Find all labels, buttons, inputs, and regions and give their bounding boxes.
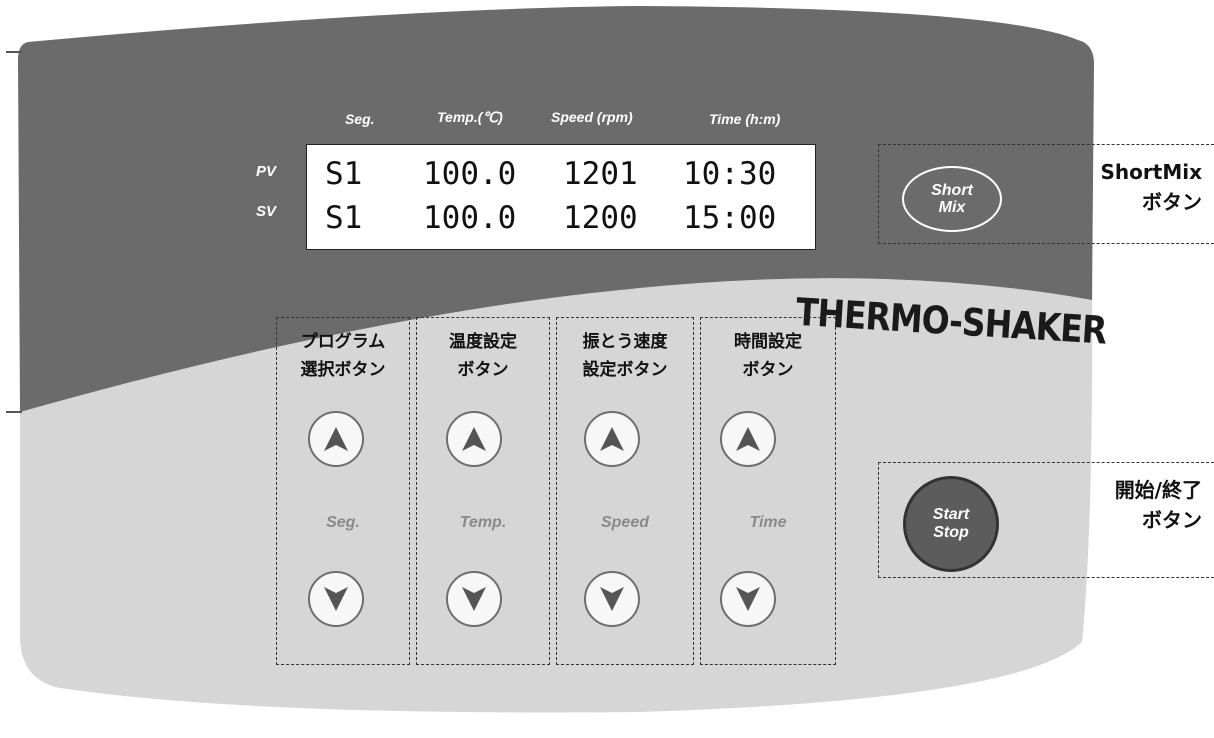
row-label-sv: SV bbox=[256, 203, 277, 220]
temp-group-title-line2: ボタン bbox=[457, 360, 509, 380]
seg-group-title: プログラム 選択ボタン bbox=[276, 328, 410, 384]
sv-time-value: 15:00 bbox=[683, 200, 777, 236]
up-arrow-icon bbox=[736, 427, 760, 451]
pv-seg-value: S1 bbox=[325, 156, 363, 192]
pv-time-value: 10:30 bbox=[683, 156, 777, 192]
time-group-title-line1: 時間設定 bbox=[734, 332, 802, 352]
seg-up-button[interactable] bbox=[308, 411, 364, 467]
speed-label: Speed bbox=[600, 514, 649, 531]
header-speed: Speed (rpm) bbox=[551, 109, 633, 125]
shortmix-caption-line1: ShortMix bbox=[1100, 160, 1202, 184]
start-stop-label-1: Start bbox=[932, 506, 970, 523]
up-arrow-icon bbox=[324, 427, 348, 451]
speed-group-box bbox=[556, 317, 694, 665]
speed-group-title-line1: 振とう速度 bbox=[582, 332, 668, 352]
row-label-pv: PV bbox=[256, 163, 277, 180]
temp-label: Temp. bbox=[459, 514, 507, 531]
temp-down-button[interactable] bbox=[446, 571, 502, 627]
sv-temp-value: 100.0 bbox=[423, 200, 517, 236]
time-label: Time bbox=[749, 514, 787, 531]
sv-seg-value: S1 bbox=[325, 200, 363, 236]
start-stop-button[interactable]: Start Stop bbox=[903, 476, 999, 572]
pv-speed-value: 1201 bbox=[563, 156, 638, 192]
shortmix-button-label-2: Mix bbox=[938, 199, 966, 216]
down-arrow-icon bbox=[324, 587, 348, 611]
lcd-display: S1 100.0 1201 10:30 S1 100.0 1200 15:00 bbox=[306, 144, 816, 250]
sv-speed-value: 1200 bbox=[563, 200, 638, 236]
down-arrow-icon bbox=[600, 587, 624, 611]
startstop-callout-box bbox=[878, 462, 1214, 578]
speed-group-title-line2: 設定ボタン bbox=[582, 360, 668, 380]
header-seg: Seg. bbox=[345, 111, 375, 127]
speed-group-title: 振とう速度 設定ボタン bbox=[556, 328, 694, 384]
down-arrow-icon bbox=[462, 587, 486, 611]
up-arrow-icon bbox=[462, 427, 486, 451]
seg-group-title-line1: プログラム bbox=[300, 332, 386, 352]
seg-group-title-line2: 選択ボタン bbox=[300, 360, 386, 380]
pv-temp-value: 100.0 bbox=[423, 156, 517, 192]
startstop-caption-line1: 開始/終了 bbox=[1114, 478, 1202, 502]
time-down-button[interactable] bbox=[720, 571, 776, 627]
seg-down-button[interactable] bbox=[308, 571, 364, 627]
down-arrow-icon bbox=[736, 587, 760, 611]
shortmix-callout-box bbox=[878, 144, 1214, 244]
startstop-caption-line2: ボタン bbox=[1142, 508, 1202, 532]
shortmix-button-label-1: Short bbox=[931, 182, 973, 199]
shortmix-caption: ShortMix ボタン bbox=[1101, 157, 1202, 217]
seg-group-box bbox=[276, 317, 410, 665]
seg-label: Seg. bbox=[326, 514, 360, 531]
startstop-caption: 開始/終了 ボタン bbox=[1115, 475, 1202, 535]
shortmix-caption-line2: ボタン bbox=[1142, 190, 1202, 214]
temp-group-title: 温度設定 ボタン bbox=[416, 328, 550, 384]
start-stop-label-2: Stop bbox=[933, 524, 969, 541]
temp-up-button[interactable] bbox=[446, 411, 502, 467]
time-group-title-line2: ボタン bbox=[742, 360, 794, 380]
time-group-title: 時間設定 ボタン bbox=[700, 328, 836, 384]
temp-group-box bbox=[416, 317, 550, 665]
up-arrow-icon bbox=[600, 427, 624, 451]
time-up-button[interactable] bbox=[720, 411, 776, 467]
speed-down-button[interactable] bbox=[584, 571, 640, 627]
speed-up-button[interactable] bbox=[584, 411, 640, 467]
header-temp: Temp.(℃) bbox=[437, 109, 503, 125]
shortmix-button[interactable]: Short Mix bbox=[902, 166, 1002, 232]
temp-group-title-line1: 温度設定 bbox=[449, 332, 517, 352]
header-time: Time (h:m) bbox=[709, 111, 781, 127]
time-group-box bbox=[700, 317, 836, 665]
